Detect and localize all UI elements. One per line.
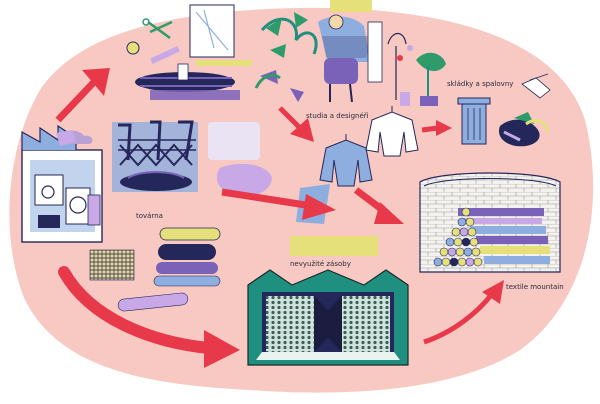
label-stock: nevyužité zásoby [290, 260, 351, 268]
sewing-tools-illustration [126, 4, 252, 100]
dump-illustration [457, 73, 551, 147]
loom-illustration [112, 120, 198, 192]
roll-ends [433, 207, 483, 267]
arrow-looms-to-fabric [221, 188, 336, 220]
factory-illustration [21, 124, 103, 243]
warehouse-illustration [247, 269, 409, 366]
arrow-clothes-to-dumps [421, 120, 452, 136]
label-studios: studia a designéři [306, 112, 369, 120]
arrow-warehouse-to-mountain [423, 280, 504, 345]
arrow-clothes-to-mountain [353, 187, 404, 224]
arrow-studio-to-clothes [278, 106, 314, 142]
designer-studio-illustration [254, 0, 446, 106]
fabric-patch [208, 122, 260, 160]
arrow-factory-to-tools [55, 68, 110, 123]
flow-arrows [55, 68, 504, 368]
textile-mountain-illustration [419, 172, 561, 273]
hanging-clothes-illustration [319, 106, 419, 187]
arrow-factory-to-warehouse [58, 266, 240, 368]
fabric-rolls-illustration [89, 227, 378, 312]
fabric-patch [216, 163, 272, 197]
label-factory: továrna [136, 212, 163, 220]
label-mountain: textile mountain [506, 283, 564, 291]
label-dumps: skládky a spalovny [447, 80, 514, 88]
